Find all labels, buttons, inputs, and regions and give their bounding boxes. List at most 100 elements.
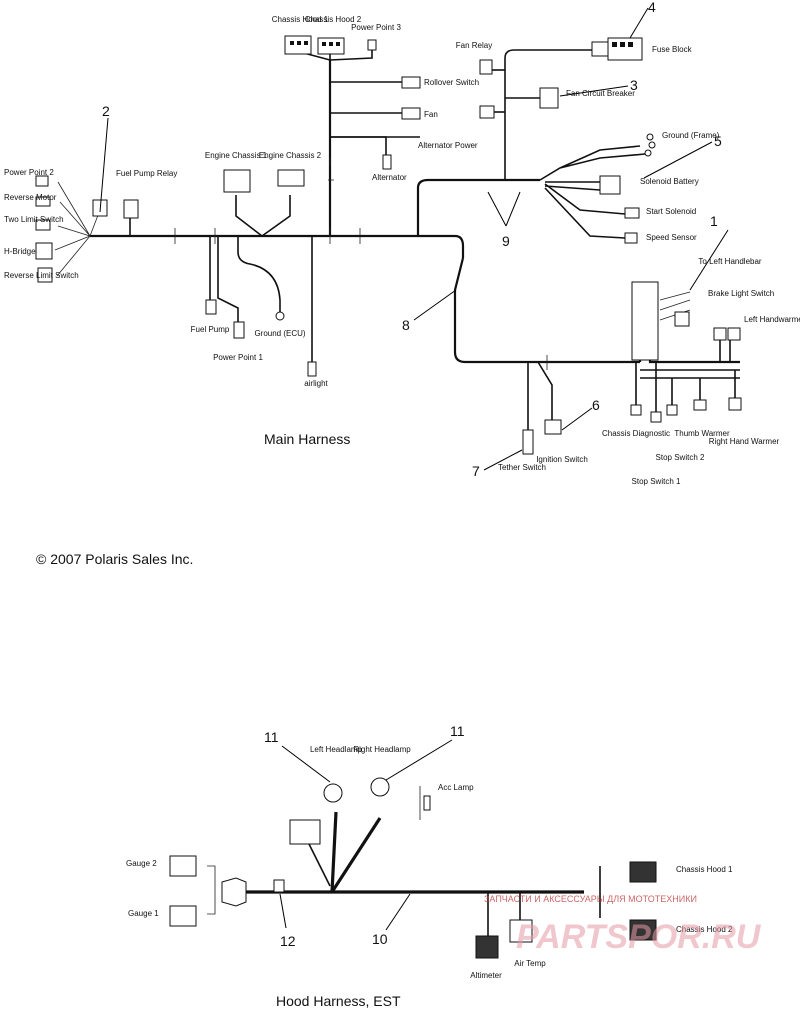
callout-10: 10	[372, 931, 388, 947]
label-stop-switch-1: Stop Switch 1	[632, 477, 681, 486]
left-handwarmer-connector	[727, 327, 741, 341]
chassis-hood-1-plug	[629, 861, 657, 883]
callout-2: 2	[102, 103, 110, 119]
solenoid-battery-connector	[599, 175, 621, 195]
label-power-point-2: Power Point 2	[4, 168, 54, 177]
main-harness-connectors	[35, 35, 742, 455]
tether-switch	[522, 429, 534, 455]
label-tether-switch: Tether Switch	[498, 463, 546, 472]
air-temp-connector	[509, 919, 533, 943]
two-limit-switch-connector	[35, 219, 51, 231]
label-power-point-3: Power Point 3	[351, 23, 401, 32]
label-air-temp: Air Temp	[514, 959, 546, 968]
label-fuel-pump: Fuel Pump	[191, 325, 230, 334]
callout-8: 8	[402, 317, 410, 333]
stop-switch-1-connector	[650, 411, 662, 423]
label-h-bridge: H-Bridge	[4, 247, 36, 256]
callout-5: 5	[714, 133, 722, 149]
label-engine-chassis-2: Engine Chassis 2	[259, 151, 322, 160]
power-point-2-connector	[35, 175, 49, 187]
label-ground-ecu: Ground (ECU)	[254, 329, 305, 338]
label-airlight: airlight	[304, 379, 328, 388]
callout-1: 1	[710, 213, 718, 229]
label-alternator: Alternator	[372, 173, 407, 182]
label-acc-lamp: Acc Lamp	[438, 783, 474, 792]
fuse-block-plug	[591, 41, 609, 57]
callout-3: 3	[630, 77, 638, 93]
speed-sensor-connector	[624, 232, 638, 244]
fuse-block	[607, 37, 643, 61]
right-headlamp-socket	[370, 777, 390, 797]
watermark-brand: PARTSPOR.RU	[516, 918, 762, 956]
label-engine-chassis-1: Engine Chassis 1	[205, 151, 268, 160]
chassis-hood-2-plug	[629, 919, 657, 941]
callout-11-left: 11	[264, 729, 279, 745]
altimeter-connector	[475, 935, 499, 959]
hood-plug	[221, 877, 247, 907]
watermark-tagline: ЗАПЧАСТИ И АКСЕССУАРЫ ДЛЯ МОТОТЕХНИКИ	[484, 894, 697, 904]
label-altimeter: Altimeter	[470, 971, 502, 980]
label-chassis-hood-1: Chassis Hood 1	[676, 865, 733, 874]
hood-harness-leaders	[279, 739, 453, 931]
reverse-motor-connector	[35, 196, 51, 207]
thumb-warmer-connector	[693, 399, 707, 411]
engine-chassis-2-connector	[277, 169, 305, 187]
label-reverse-limit-switch: Reverse Limit Switch	[4, 271, 79, 280]
fan-connector	[401, 107, 421, 120]
main-harness-leaders	[99, 7, 729, 471]
fan-circuit-breaker	[539, 87, 559, 109]
airlight-connector	[307, 361, 317, 377]
label-speed-sensor: Speed Sensor	[646, 233, 697, 242]
alternator-connector	[382, 154, 392, 170]
label-fuse-block: Fuse Block	[652, 45, 693, 54]
label-chassis-hood-2: Chassis Hood 2	[676, 925, 733, 934]
main-harness-title: Main Harness	[264, 431, 350, 447]
label-thumb-warmer: Thumb Warmer	[674, 429, 730, 438]
label-left-handwarmer: Left Handwarmer	[744, 315, 800, 324]
right-hand-warmer-connector	[728, 397, 742, 411]
fuel-pump-connector	[205, 299, 217, 315]
label-fan-relay: Fan Relay	[456, 41, 492, 50]
acc-lamp-connector	[423, 795, 431, 811]
label-solenoid-battery: Solenoid Battery	[640, 177, 699, 186]
label-gauge-1: Gauge 1	[128, 909, 159, 918]
label-chassis-diagnostic: Chassis Diagnostic	[602, 429, 670, 438]
brake-light-switch-connector	[713, 327, 727, 341]
callout-9: 9	[502, 233, 510, 249]
label-brake-light-switch: Brake Light Switch	[708, 289, 774, 298]
chassis-diagnostic-connector	[630, 404, 642, 416]
gauge-1-connector	[169, 905, 197, 927]
label-chassis-hood-1: Chassis Hood 1	[272, 15, 329, 24]
power-point-3-connector	[367, 39, 377, 51]
start-solenoid-connector	[624, 207, 640, 219]
callout-4: 4	[648, 0, 656, 15]
stop-switch-2-connector	[666, 404, 678, 416]
main-harness-labels: Chassis Hood 1 Chassis Hood 2 Power Poin…	[4, 0, 800, 486]
label-ignition-switch: Ignition Switch	[536, 455, 588, 464]
hood-clip	[273, 879, 285, 893]
left-headlamp-socket	[323, 783, 343, 803]
reverse-limit-switch-connector	[37, 267, 53, 283]
hood-junction-connector	[289, 819, 321, 845]
label-power-point-1: Power Point 1	[213, 353, 263, 362]
fuel-pump-relay	[123, 199, 139, 219]
label-to-left-handlebar: To Left Handlebar	[698, 257, 761, 266]
gauge-2-connector	[169, 855, 197, 877]
label-fan: Fan	[424, 110, 438, 119]
hood-harness-title: Hood Harness, EST	[276, 993, 401, 1009]
ground-ecu-terminal	[275, 311, 285, 321]
label-chassis-hood-2: Chassis Hood 2	[305, 15, 362, 24]
label-right-hand-warmer: Right Hand Warmer	[709, 437, 780, 446]
hood-harness-connectors	[169, 777, 657, 959]
callout-11-right: 11	[450, 723, 465, 739]
label-rollover-switch: Rollover Switch	[424, 78, 479, 87]
label-start-solenoid: Start Solenoid	[646, 207, 696, 216]
left-handlebar-block	[631, 281, 659, 361]
label-two-limit-switch: Two Limit Switch	[4, 215, 64, 224]
label-right-headlamp: Right Headlamp	[353, 745, 411, 754]
label-alternator-power: Alternator Power	[418, 141, 478, 150]
h-bridge-connector	[35, 242, 53, 260]
callout-7: 7	[472, 463, 480, 479]
ignition-switch-connector	[544, 419, 562, 435]
